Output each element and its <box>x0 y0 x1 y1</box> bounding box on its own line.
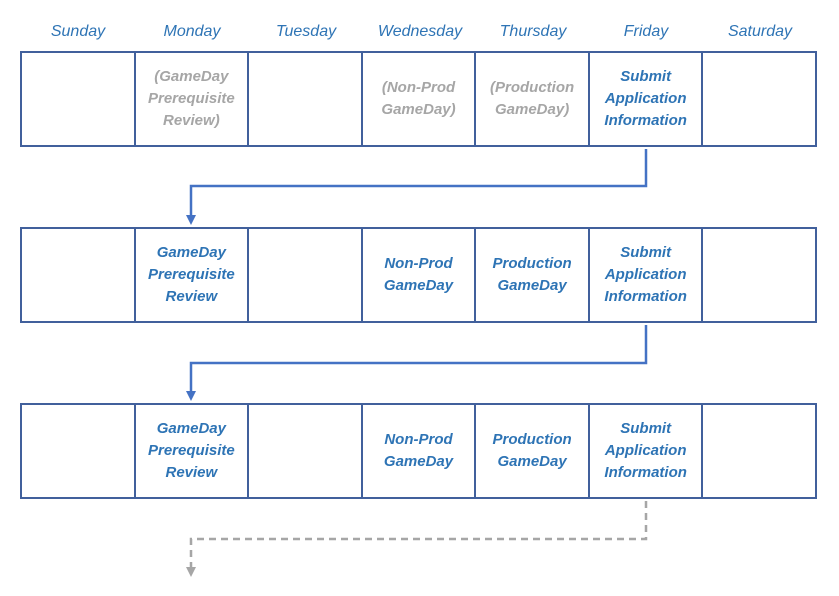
week2-saturday-cell <box>703 229 815 321</box>
day-header-saturday: Saturday <box>727 23 793 40</box>
day-header-wednesday: Wednesday <box>377 23 463 40</box>
connector-week1-to-week2 <box>186 149 648 225</box>
week2-tuesday-cell <box>249 229 363 321</box>
week1-monday-cell: (GameDay Prerequisite Review) <box>136 53 250 145</box>
week-row-1: (GameDay Prerequisite Review) (Non-Prod … <box>20 51 817 147</box>
week1-saturday-cell <box>703 53 815 145</box>
week3-saturday-cell <box>703 405 815 497</box>
week1-friday-cell: Submit Application Information <box>590 53 704 145</box>
week1-sunday-cell <box>22 53 136 145</box>
week2-sunday-cell <box>22 229 136 321</box>
week1-tuesday-cell <box>249 53 363 145</box>
week3-thursday-cell: Production GameDay <box>476 405 590 497</box>
week3-friday-cell: Submit Application Information <box>590 405 704 497</box>
week3-wednesday-cell: Non-Prod GameDay <box>363 405 477 497</box>
week-row-3: GameDay Prerequisite Review Non-Prod Gam… <box>20 403 817 499</box>
week3-monday-cell: GameDay Prerequisite Review <box>136 405 250 497</box>
week2-thursday-cell: Production GameDay <box>476 229 590 321</box>
week2-friday-cell: Submit Application Information <box>590 229 704 321</box>
connector-week2-to-week3 <box>186 325 648 401</box>
day-header-friday: Friday <box>623 23 669 40</box>
week2-wednesday-cell: Non-Prod GameDay <box>363 229 477 321</box>
day-header-thursday: Thursday <box>499 23 567 40</box>
week3-sunday-cell <box>22 405 136 497</box>
day-header-tuesday: Tuesday <box>275 23 337 40</box>
week-row-2: GameDay Prerequisite Review Non-Prod Gam… <box>20 227 817 323</box>
week2-monday-cell: GameDay Prerequisite Review <box>136 229 250 321</box>
week1-thursday-cell: (Production GameDay) <box>476 53 590 145</box>
week3-tuesday-cell <box>249 405 363 497</box>
day-header-monday: Monday <box>163 23 221 40</box>
connector-week3-continuation <box>186 501 648 577</box>
week1-wednesday-cell: (Non-Prod GameDay) <box>363 53 477 145</box>
day-header-sunday: Sunday <box>50 23 106 40</box>
